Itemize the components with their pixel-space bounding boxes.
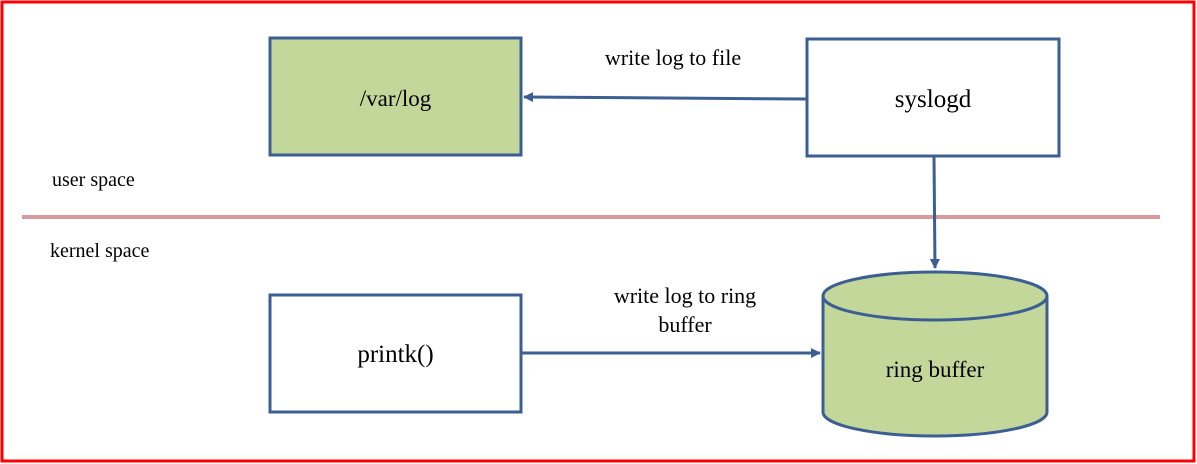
user-space-label: user space bbox=[52, 169, 135, 191]
printk-node: printk() bbox=[268, 293, 523, 414]
var-log-label: /var/log bbox=[360, 86, 432, 111]
arrow-syslogd-to-ring-buffer bbox=[929, 156, 940, 269]
syslogd-box bbox=[805, 37, 1061, 158]
write-ring-label-line1: write log to ring bbox=[614, 283, 756, 308]
printk-label: printk() bbox=[357, 341, 433, 368]
ring-buffer-label: ring buffer bbox=[886, 357, 985, 382]
ring-buffer-body bbox=[821, 296, 1049, 438]
syslogd-node: syslogd bbox=[805, 37, 1061, 158]
printk-box bbox=[268, 293, 523, 414]
ring-buffer-top bbox=[821, 270, 1049, 322]
write-ring-label-line2: buffer bbox=[658, 312, 712, 337]
var-log-box bbox=[268, 36, 523, 157]
write-file-label: write log to file bbox=[605, 45, 741, 70]
var-log-node: /var/log bbox=[268, 36, 523, 157]
arrow-syslogd-to-var-log bbox=[523, 92, 807, 103]
kernel-space-label: kernel space bbox=[50, 240, 150, 262]
syslogd-label: syslogd bbox=[895, 86, 972, 113]
ring-buffer-node: ring buffer bbox=[821, 270, 1049, 438]
